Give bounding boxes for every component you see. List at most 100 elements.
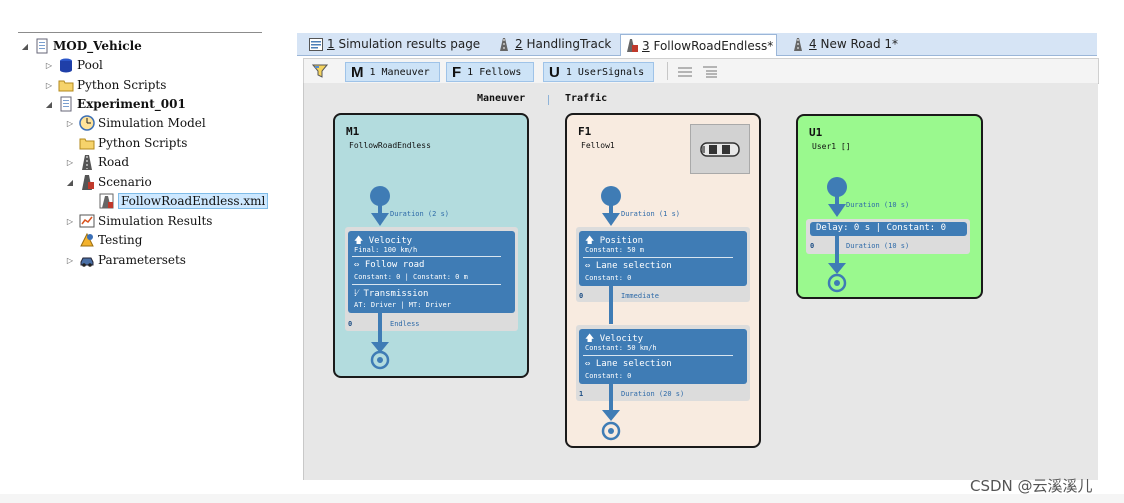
usersignal-card-u1[interactable]: U1 User1 [] <box>796 114 983 299</box>
expand-toggle-icon[interactable]: ▷ <box>45 60 53 70</box>
tree-item-testing[interactable]: Testing <box>65 231 142 249</box>
connector-line <box>835 236 839 266</box>
car-icon <box>700 142 740 157</box>
position-title: Position <box>599 236 644 246</box>
toolbar-divider <box>667 62 668 80</box>
m1-end-label: Endless <box>390 320 420 328</box>
clock-icon <box>79 115 95 131</box>
column-separator <box>548 95 549 105</box>
f1-action-block-2[interactable]: 🡅 Velocity Constant: 50 km/h ⇔ Lane sele… <box>579 329 747 384</box>
tree-item-label: Python Scripts <box>77 78 167 92</box>
tree-item-parametersets[interactable]: ▷ Parametersets <box>65 251 186 269</box>
expand-toggle-icon[interactable]: ▷ <box>45 80 53 90</box>
f1-action-block-1[interactable]: 🡅 Position Constant: 50 m ⇔ Lane selecti… <box>579 231 747 286</box>
card-id: U1 <box>809 126 823 139</box>
end-node-icon <box>827 263 847 293</box>
tree-item-mod-vehicle[interactable]: ◢MOD_Vehicle <box>20 37 142 55</box>
tab-number: 3 <box>642 38 650 53</box>
results-tab-icon <box>309 37 323 51</box>
detail-list-icon[interactable] <box>702 64 718 83</box>
tree-item-label: Simulation Model <box>98 116 206 130</box>
tab-label: Simulation results page <box>338 37 481 51</box>
tab-label: New Road 1* <box>820 37 899 51</box>
tree-item-road[interactable]: ▷ Road <box>65 153 129 171</box>
u1-delay-block[interactable]: Delay: 0 s | Constant: 0 <box>810 222 967 236</box>
traffic-column-title: Traffic <box>565 93 608 104</box>
tree-item-label: Road <box>98 155 130 169</box>
follow-road-title: Follow road <box>364 260 425 270</box>
m1-end-number: 0 <box>348 320 353 328</box>
tree-item-label: Python Scripts <box>98 136 188 150</box>
collapse-toggle-icon[interactable]: ◢ <box>45 99 53 109</box>
document-icon <box>58 96 74 112</box>
expand-toggle-icon[interactable]: ▷ <box>66 157 74 167</box>
tree-item-followroadendless-xml[interactable]: FollowRoadEndless.xml <box>85 192 269 210</box>
lane-selection-sub: Constant: 0 <box>585 274 632 282</box>
velocity-sub: Constant: 50 km/h <box>585 344 657 352</box>
database-icon <box>58 57 74 73</box>
f1-number-1: 0 <box>579 292 584 300</box>
f1-immediate: Immediate <box>621 292 659 300</box>
collapse-toggle-icon[interactable]: ◢ <box>66 177 74 187</box>
divider <box>352 256 501 257</box>
m1-duration: Duration (2 s) <box>390 210 450 218</box>
tab-new-road[interactable]: 4 New Road 1* <box>791 34 898 54</box>
start-node-icon <box>601 186 621 226</box>
tree-item-label: FollowRoadEndless.xml <box>118 193 269 209</box>
watermark: CSDN @云溪溪儿 <box>970 477 1093 495</box>
lane-selection-sub: Constant: 0 <box>585 372 632 380</box>
position-sub: Constant: 50 m <box>585 246 645 254</box>
expand-toggle-icon[interactable]: ▷ <box>66 255 74 265</box>
tree-item-experiment-001[interactable]: ◢Experiment_001 <box>44 95 186 113</box>
m1-action-block[interactable]: 🡅 Velocity Final: 100 km/h ⇔ Follow road… <box>348 231 515 313</box>
lateral-arrows-icon: ⇔ <box>354 260 360 270</box>
velocity-title: Velocity <box>368 236 413 246</box>
expand-toggle-icon[interactable]: ▷ <box>66 216 74 226</box>
tree-item-pool[interactable]: ▷Pool <box>44 56 103 74</box>
vehicle-thumbnail[interactable] <box>690 124 750 174</box>
tree-item-simulation-model[interactable]: ▷ Simulation Model <box>65 114 206 132</box>
arrow-up-icon: 🡅 <box>585 334 595 344</box>
velocity-title: Velocity <box>599 334 644 344</box>
tab-simulation-results[interactable]: 1 Simulation results page <box>309 34 480 54</box>
lateral-arrows-icon: ⇔ <box>585 359 591 369</box>
expand-toggle-icon[interactable]: ▷ <box>66 118 74 128</box>
connector-line <box>609 286 613 324</box>
tree-item-label: Parametersets <box>98 253 186 267</box>
page-footer-strip <box>0 494 1124 503</box>
tab-follow-road-endless[interactable]: 3 FollowRoadEndless* <box>620 34 778 56</box>
lane-selection-title: Lane selection <box>595 359 672 369</box>
collapse-toggle-icon[interactable]: ◢ <box>21 41 29 51</box>
list-icon[interactable] <box>677 64 693 83</box>
maneuver-count: 1 Maneuver <box>369 66 430 78</box>
usersignals-count: 1 UserSignals <box>565 66 645 78</box>
card-name: Fellow1 <box>581 141 615 150</box>
project-tree <box>14 32 262 292</box>
tab-label: HandlingTrack <box>526 37 612 51</box>
arrow-up-icon: 🡅 <box>585 236 595 246</box>
f1-duration-1: Duration (1 s) <box>621 210 681 218</box>
start-node-icon <box>370 186 390 226</box>
tree-item-python-scripts[interactable]: Python Scripts <box>65 134 187 152</box>
usersignals-letter: U <box>549 63 560 81</box>
tree-item-python-scripts[interactable]: ▷ Python Scripts <box>44 76 166 94</box>
scenario-tab-icon <box>624 39 638 52</box>
tree-item-scenario[interactable]: ◢Scenario <box>65 173 152 191</box>
u1-duration-1: Duration (10 s) <box>846 201 910 209</box>
lateral-arrows-icon: ⇔ <box>585 261 591 271</box>
divider <box>352 284 501 285</box>
tab-handling-track[interactable]: 2 HandlingTrack <box>497 34 611 54</box>
filter-icon[interactable] <box>311 63 329 79</box>
tree-item-label: Simulation Results <box>98 214 213 228</box>
testing-icon <box>79 232 95 248</box>
lane-selection-title: Lane selection <box>595 261 672 271</box>
start-node-icon <box>827 177 847 217</box>
usersignals-filter-button[interactable]: U 1 UserSignals <box>543 62 654 82</box>
tree-item-simulation-results[interactable]: ▷ Simulation Results <box>65 212 213 230</box>
follow-road-sub: Constant: 0 | Constant: 0 m <box>354 273 468 281</box>
f1-duration-2: Duration (20 s) <box>621 390 685 398</box>
card-id: M1 <box>346 125 360 138</box>
